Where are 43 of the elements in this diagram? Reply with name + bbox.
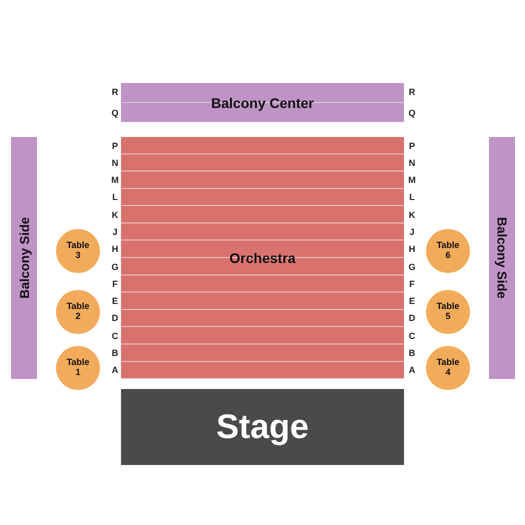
row-letter: R bbox=[408, 87, 416, 97]
table-seat: Table 3 bbox=[56, 229, 100, 273]
row-letter: H bbox=[408, 244, 416, 254]
row-letter: K bbox=[408, 210, 416, 220]
row-letter: D bbox=[408, 313, 416, 324]
row-letter: M bbox=[110, 175, 120, 186]
row-letter: D bbox=[110, 313, 120, 324]
row-letter: G bbox=[110, 262, 120, 272]
seating-section: Balcony Center bbox=[121, 83, 404, 122]
seating-section: Orchestra bbox=[121, 137, 404, 379]
row-letter: F bbox=[111, 278, 119, 289]
row-letter: K bbox=[110, 210, 120, 220]
row-letter: N bbox=[408, 158, 416, 168]
row-letter: J bbox=[408, 226, 416, 237]
seating-section: Balcony Side bbox=[489, 137, 515, 379]
table-seat: Table 1 bbox=[56, 346, 100, 390]
seating-section: Balcony Side bbox=[11, 137, 37, 379]
row-letter: P bbox=[110, 140, 119, 150]
row-letter: Q bbox=[407, 108, 416, 118]
row-letter: E bbox=[408, 296, 416, 306]
row-letter: C bbox=[408, 330, 416, 341]
row-letter: F bbox=[408, 278, 416, 289]
row-letter: P bbox=[408, 140, 416, 150]
row-letter: J bbox=[111, 226, 118, 237]
row-letter: A bbox=[110, 365, 120, 376]
row-letter: R bbox=[110, 87, 120, 97]
row-letter: C bbox=[110, 330, 120, 341]
table-seat: Table 5 bbox=[426, 290, 470, 334]
table-seat: Table 2 bbox=[56, 290, 100, 334]
row-letter: G bbox=[407, 262, 416, 272]
row-letter: Q bbox=[110, 108, 120, 118]
row-letter: A bbox=[408, 365, 416, 376]
row-letter: L bbox=[408, 192, 416, 202]
row-letter: L bbox=[111, 192, 119, 202]
row-letter: B bbox=[408, 348, 416, 358]
table-seat: Table 4 bbox=[426, 346, 470, 390]
stage-area: Stage bbox=[121, 389, 404, 465]
row-letter: N bbox=[110, 158, 120, 168]
table-seat: Table 6 bbox=[426, 229, 470, 273]
row-letter: B bbox=[110, 348, 120, 358]
row-letter: H bbox=[110, 244, 120, 254]
row-letter: M bbox=[407, 175, 417, 186]
row-letter: E bbox=[110, 296, 119, 306]
